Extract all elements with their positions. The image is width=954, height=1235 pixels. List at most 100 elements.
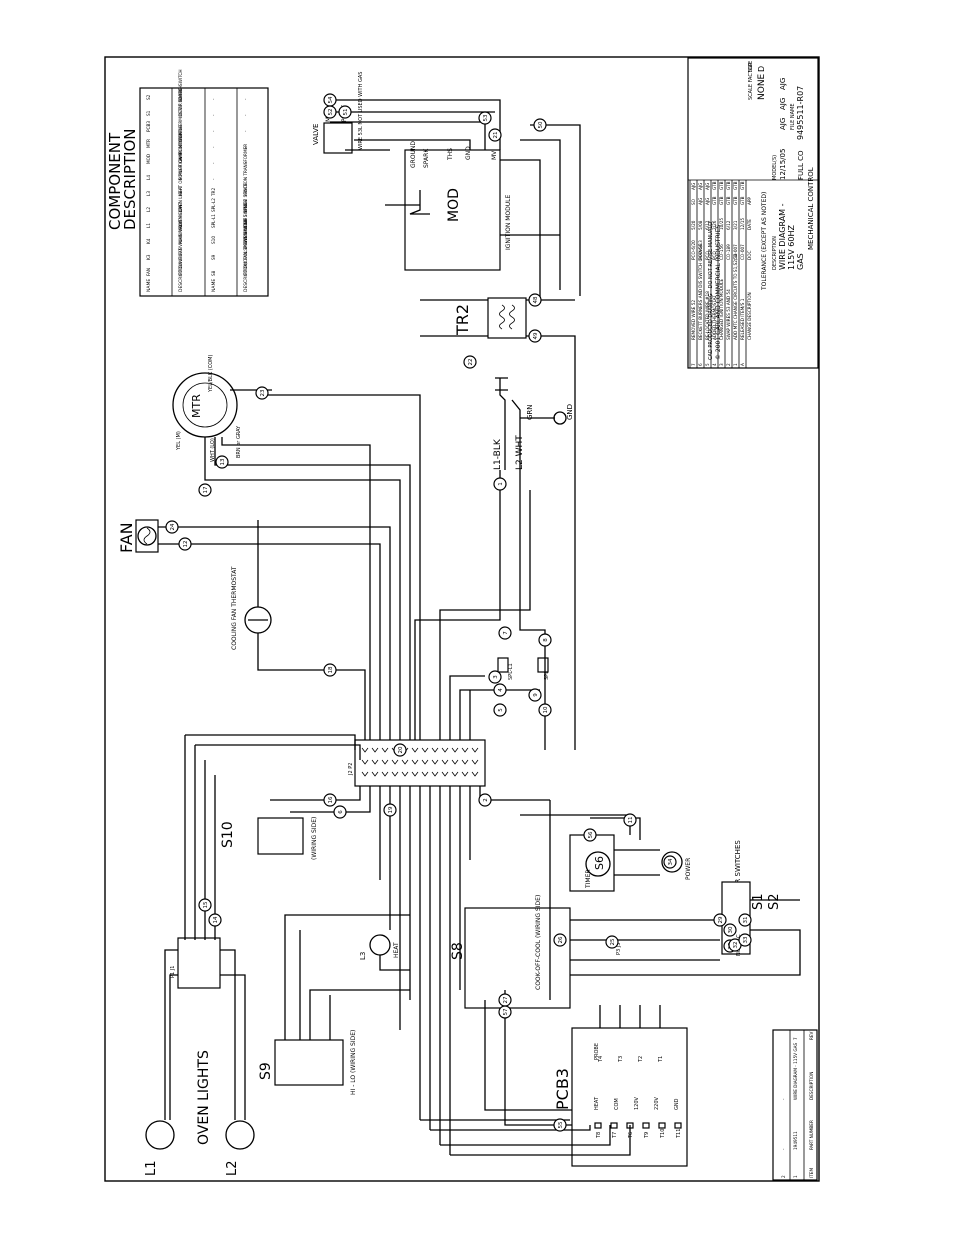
change-log-cell: 3	[719, 363, 724, 366]
ignition-module-label: IGNITION MODULE	[505, 195, 512, 250]
ignition-module: MOD IGNITION MODULE SPARK GROUND THS GND…	[385, 141, 512, 271]
pcb-gnd-label: GND	[674, 1098, 680, 1110]
change-log-cell: GTB	[740, 181, 745, 190]
comp-cell: -	[211, 130, 216, 132]
tb-desc-3: GAS	[796, 253, 805, 270]
wire-number-bubble	[323, 663, 337, 677]
wire-number: 3	[493, 675, 499, 679]
wire-number-bubble	[623, 813, 637, 827]
hi-lo-label: HI - LO (WIRING SIDE)	[350, 1030, 357, 1095]
comp-cell: -	[211, 162, 216, 164]
wire-number: 16	[328, 796, 334, 803]
ground-icon	[553, 411, 567, 425]
change-log-cell: 10/25	[719, 218, 724, 230]
wire-number-bubble	[478, 111, 492, 125]
tb-scale-label: SCALE FACTOR	[748, 62, 754, 100]
comp-header-3: DESCRIPTION	[243, 262, 249, 292]
tb-desc-1: WIRE DIAGRAM -	[778, 203, 787, 270]
comp-cell: L4	[146, 175, 151, 180]
wire-number: 18	[328, 666, 334, 673]
parts-list-header: ITEM	[809, 1168, 814, 1178]
door-switches-label: DOOR SWITCHES	[734, 840, 742, 900]
wire-number: 32	[733, 942, 739, 949]
pcb-terminal-label: T7	[612, 1132, 618, 1139]
change-log-cell: APP	[747, 197, 752, 205]
connector-pin	[381, 747, 389, 777]
change-log-cell: PCO-6/20	[691, 240, 696, 260]
pcb-terminal	[642, 1122, 650, 1129]
wire-number: 33	[743, 936, 749, 943]
pcb-top-terminal-label: T3	[618, 1056, 624, 1063]
connector-pin	[441, 747, 449, 777]
wire-number: 53	[483, 114, 489, 121]
parts-list-cell: 1949511	[793, 1131, 798, 1150]
comp-cell: TR2	[211, 188, 216, 197]
comp-cell: MOD	[146, 154, 151, 164]
switch-s10: S10 (WIRING SIDE)	[220, 817, 318, 860]
connector-pin	[411, 747, 419, 777]
wire-number-bubble	[338, 105, 352, 119]
tb-notice: CAD PRODUCED DRAWING - DO NOT REVISE MAN…	[708, 220, 714, 360]
power-cord: L1-BLK L2-WHT GRN GND	[493, 377, 574, 470]
wire-number: 4	[498, 688, 504, 692]
comp-cell: -	[243, 178, 248, 180]
motor: MTR YEL (M) WHT (LO) BRN or GRAY YEL/BLK…	[172, 355, 242, 462]
wire-number: 5	[498, 708, 504, 712]
wire-number-bubble	[553, 933, 567, 947]
pcb-220v-label: 220V	[654, 1096, 660, 1110]
wire-number: 25	[610, 938, 616, 945]
change-log-cell: GTB	[712, 181, 717, 190]
tb-drawn: AJG	[779, 118, 787, 130]
wiring	[164, 99, 801, 1156]
fan: FAN	[117, 519, 168, 553]
change-log-cell: GTB	[733, 196, 738, 205]
tb-desc-2: 115V 60HZ	[787, 225, 796, 270]
p3j3-label: P3 J3	[616, 943, 622, 955]
comp-cell: -	[211, 98, 216, 100]
tb-subtitle: MECHANICAL CONTROL	[807, 167, 815, 250]
change-log-cell: GTB	[726, 196, 731, 205]
comp-cell: POWER ON PILOT LAMP	[178, 130, 183, 180]
parts-list-cell: 1	[793, 1175, 798, 1178]
parts-list-header: REV	[809, 1031, 814, 1040]
comp-cell: K4	[146, 238, 151, 244]
comp-cell: -	[211, 146, 216, 148]
p1j1-label: P1 J1	[170, 966, 176, 978]
comp-cell: MOTOR	[178, 132, 183, 148]
timer-s6: S6 TIMER POWER	[569, 834, 692, 892]
wire-number-bubble	[538, 703, 552, 717]
pcb-top-terminal-label: T1	[658, 1056, 664, 1063]
wire-number-bubble	[528, 688, 542, 702]
change-log-cell: 4	[712, 363, 717, 366]
s10-side-label: (WIRING SIDE)	[311, 817, 318, 860]
connector-pin	[471, 747, 479, 777]
wire-number-bubble	[538, 633, 552, 647]
pcb-terminal-label: T11	[676, 1129, 682, 1139]
switch-s9: S9 HI - LO (WIRING SIDE)	[258, 1030, 357, 1095]
change-log-cell: RE-LOCATED WIRE #18	[705, 291, 710, 340]
comp-cell: DOOR SWITCH	[178, 86, 183, 116]
change-log-cell: 6/12	[726, 220, 731, 230]
comp-cell: SPL-L1	[211, 214, 216, 228]
parts-list-cell: WIRE DIAGRAM - 115V GAS	[793, 1043, 798, 1100]
comp-header-1: DESCRIPTION	[178, 262, 184, 292]
fan-icon	[137, 526, 157, 546]
l3-label: L3	[359, 952, 367, 960]
spark-electrode	[409, 190, 430, 215]
pcb-terminal	[594, 1122, 602, 1129]
fan-label: FAN	[117, 522, 136, 553]
change-log-cell: PCO	[712, 251, 717, 260]
change-log-cell: DOC	[747, 250, 752, 260]
change-log-cell: GTB	[726, 181, 731, 190]
l1-blk-label: L1-BLK	[493, 438, 503, 470]
pcb-terminal-label: T9	[644, 1132, 650, 1139]
switch-s8: S8 COOK-OFF-COOL (WIRING SIDE) P3 J3	[450, 895, 622, 1009]
ths-label: THS	[447, 148, 454, 161]
change-log-cell: GTB	[719, 181, 724, 190]
comp-cell: PILOT VALVE RELAY	[178, 219, 183, 260]
wire-number: 10	[543, 706, 549, 713]
comp-cell: S8	[211, 270, 216, 276]
